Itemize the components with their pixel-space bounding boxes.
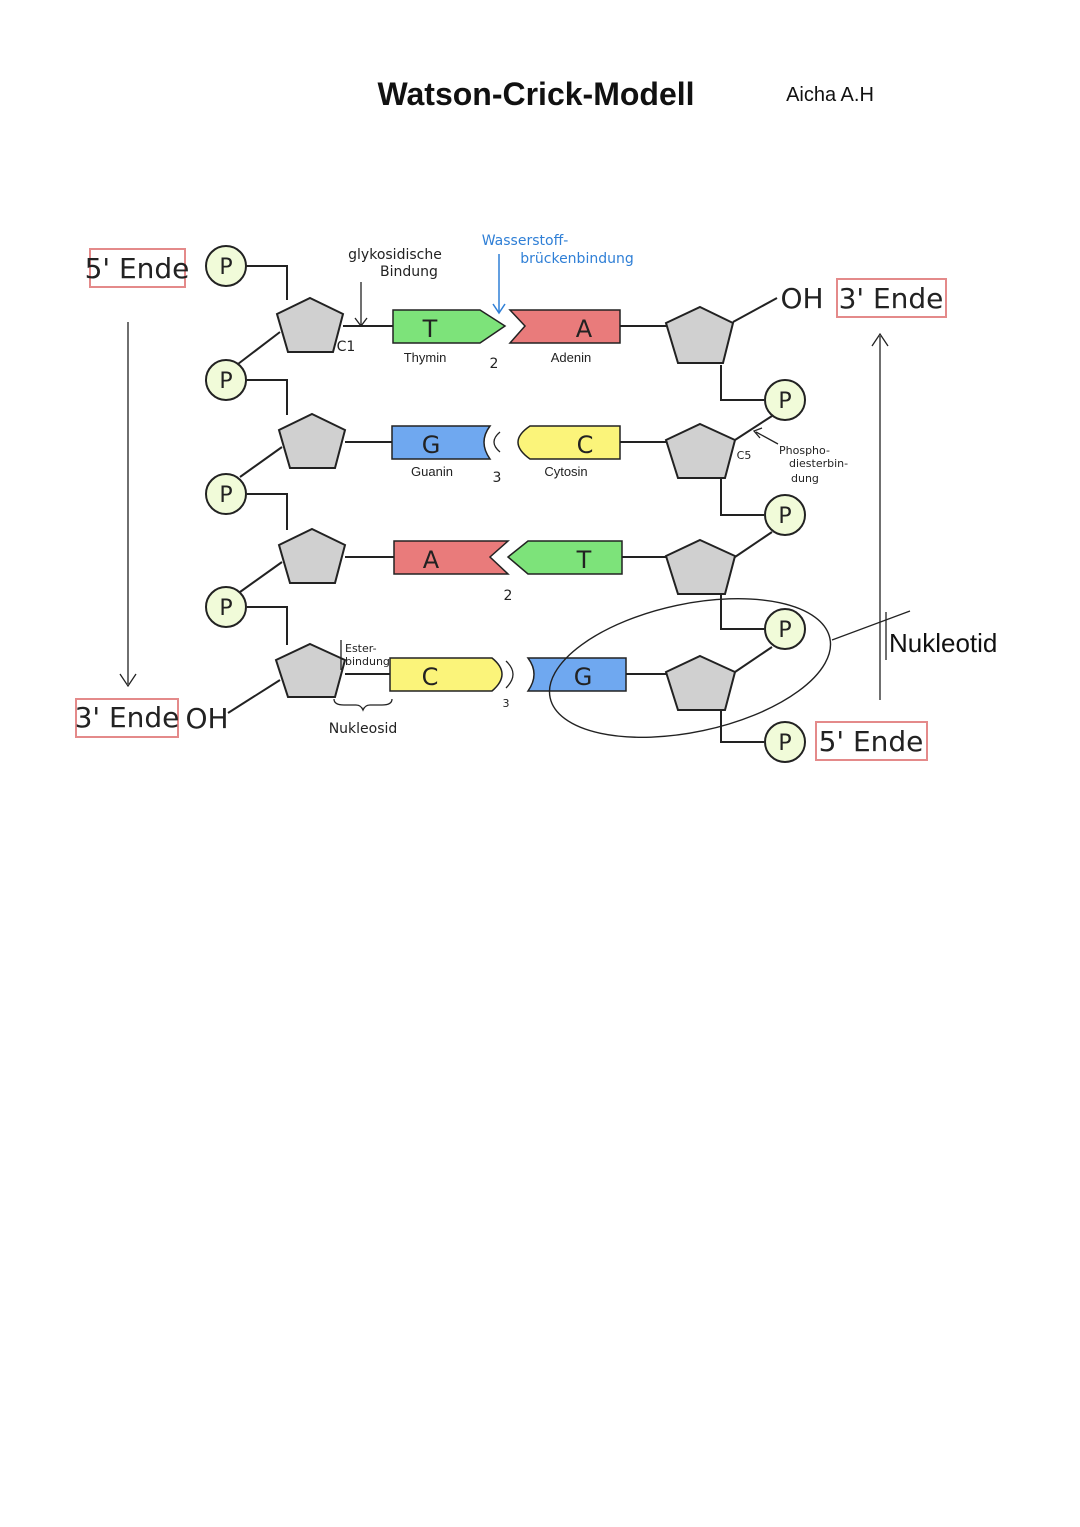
label-3-ende-left: 3' Ende <box>75 698 180 738</box>
phosphate-circle: P <box>205 586 247 628</box>
arrow-glykosidisch <box>354 282 368 328</box>
base-thymine-right <box>506 540 623 575</box>
base-pair-3: A T 2 <box>393 540 623 604</box>
annotation-dung: dung <box>791 472 819 485</box>
bond-count: 3 <box>493 470 502 486</box>
svg-text:P: P <box>778 731 791 756</box>
svg-text:5' Ende: 5' Ende <box>819 725 924 758</box>
annotation-c1: C1 <box>337 339 356 355</box>
annotation-brueckenbindung: brückenbindung <box>520 251 633 267</box>
svg-text:3' Ende: 3' Ende <box>75 701 180 734</box>
base-cytosine-left <box>389 657 503 692</box>
sugar-pentagon <box>664 654 737 711</box>
base-letter: A <box>576 315 593 343</box>
base-name-label: Thymin <box>404 350 447 365</box>
base-letter: T <box>576 546 592 574</box>
annotation-phospho: Phospho- <box>779 444 830 457</box>
phosphate-circle: P <box>764 494 806 536</box>
annotation-wasserstoff: Wasserstoff- <box>482 233 569 249</box>
right-backbone <box>720 297 778 743</box>
nukleotid-ellipse <box>548 597 832 739</box>
base-guanine-left <box>391 425 492 460</box>
label-oh-right: OH <box>780 282 823 315</box>
base-name-label: Guanin <box>411 464 453 479</box>
base-letter: C <box>577 431 594 459</box>
annotation-nukleotid: Nukleotid <box>889 628 997 658</box>
phosphate-circle: P <box>205 359 247 401</box>
base-adenine-left <box>393 540 510 575</box>
author-name: Aicha A.H <box>786 84 874 106</box>
sugar-pentagon <box>275 296 345 353</box>
annotation-c5: C5 <box>737 449 752 462</box>
arrow-down-left <box>119 322 137 688</box>
sugar-pentagon <box>277 527 347 584</box>
base-pair-2: G C Guanin Cytosin 3 <box>391 425 621 486</box>
right-phosphates: P P P P <box>764 379 806 763</box>
base-letter: T <box>422 315 438 343</box>
arrow-wasserstoff <box>492 254 506 315</box>
sugar-pentagon <box>664 422 737 479</box>
label-oh-left: OH <box>185 702 228 735</box>
svg-text:P: P <box>219 596 232 621</box>
phosphate-circle: P <box>205 245 247 287</box>
base-letter: G <box>574 663 593 691</box>
bond-count: 3 <box>503 697 510 710</box>
arrow-up-right <box>871 332 889 700</box>
annotation-bindung: Bindung <box>380 264 438 280</box>
annotation-esterbindung: bindung <box>345 655 390 668</box>
left-backbone <box>227 265 288 714</box>
label-5-ende-left: 5' Ende <box>85 248 190 288</box>
base-letter: A <box>423 546 440 574</box>
base-pair-1: T A Thymin Adenin 2 <box>392 309 621 372</box>
base-guanine-right <box>526 657 627 692</box>
svg-text:P: P <box>778 389 791 414</box>
label-3-ende-right: 3' Ende <box>836 278 947 318</box>
sugar-pentagon <box>277 412 347 469</box>
bond-count: 2 <box>504 588 513 604</box>
svg-text:P: P <box>219 369 232 394</box>
right-sugars <box>664 305 737 711</box>
base-letter: C <box>422 663 439 691</box>
svg-text:3' Ende: 3' Ende <box>839 282 944 315</box>
base-adenine-right <box>508 309 621 344</box>
phosphate-circle: P <box>764 721 806 763</box>
label-5-ende-right: 5' Ende <box>815 721 928 761</box>
sugar-base-connections <box>343 325 668 675</box>
sugar-pentagon <box>274 642 347 698</box>
page-title: Watson-Crick-Modell <box>377 76 694 112</box>
sugar-pentagon <box>664 305 735 364</box>
bond-count: 2 <box>490 356 499 372</box>
annotation-nukleosid: Nukleosid <box>329 721 398 737</box>
base-name-label: Cytosin <box>544 464 587 479</box>
phosphate-circle: P <box>764 608 806 650</box>
phosphate-circle: P <box>764 379 806 421</box>
svg-text:P: P <box>778 504 791 529</box>
annotation-diesterbin: diesterbin- <box>789 457 848 470</box>
svg-text:P: P <box>219 255 232 280</box>
base-thymine-left <box>392 309 507 344</box>
phosphate-circle: P <box>205 473 247 515</box>
arrow-phosphodiester <box>752 427 779 445</box>
svg-text:5' Ende: 5' Ende <box>85 252 190 285</box>
base-pair-4: C G 3 <box>389 657 627 710</box>
nukleosid-brace <box>333 698 393 712</box>
base-name-label: Adenin <box>551 350 591 365</box>
left-phosphates: P P P P <box>205 245 247 628</box>
left-sugars <box>274 296 347 698</box>
sugar-pentagon <box>664 538 737 595</box>
annotation-ester: Ester- <box>345 642 377 655</box>
svg-text:P: P <box>778 618 791 643</box>
base-letter: G <box>422 431 441 459</box>
annotation-glykosidisch: glykosidische <box>348 247 442 263</box>
base-cytosine-right <box>517 425 621 460</box>
nukleotid-pointer <box>831 610 911 641</box>
svg-text:P: P <box>219 483 232 508</box>
